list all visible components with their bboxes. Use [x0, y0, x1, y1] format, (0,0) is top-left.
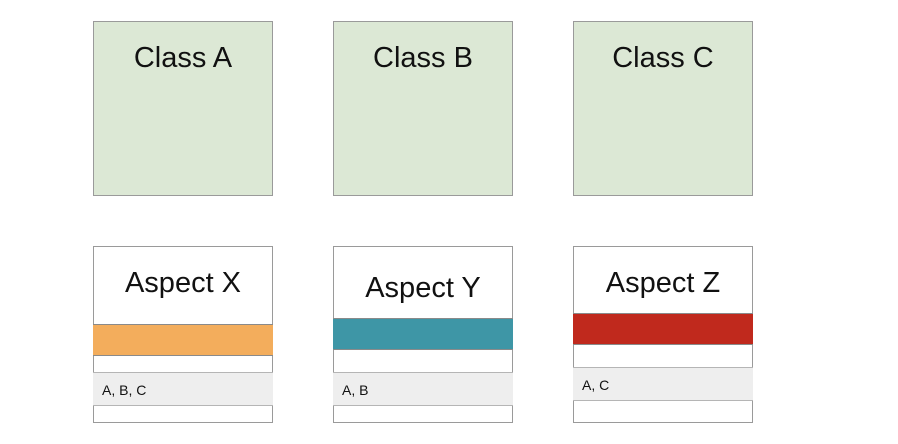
- aspect-z-box: Aspect Z A, C: [573, 246, 753, 423]
- aspect-y-color-bar: [333, 318, 513, 350]
- aspect-x-targets: A, B, C: [102, 382, 147, 398]
- aspect-y-title: Aspect Y: [365, 272, 481, 304]
- aspect-x-box: Aspect X A, B, C: [93, 246, 273, 423]
- class-c-title: Class C: [612, 42, 714, 74]
- aspect-y-target-list: A, B: [333, 372, 513, 406]
- aspect-x-title: Aspect X: [124, 267, 242, 299]
- class-a-box: Class A: [93, 21, 273, 196]
- aspect-z-targets: A, C: [582, 377, 610, 393]
- class-b-box: Class B: [333, 21, 513, 196]
- aspect-x-target-list: A, B, C: [93, 372, 273, 406]
- aspect-x-color-bar: [93, 324, 273, 356]
- class-c-box: Class C: [573, 21, 753, 196]
- class-b-title: Class B: [373, 42, 473, 74]
- aspect-z-title: Aspect Z: [605, 267, 721, 299]
- class-a-title: Class A: [133, 42, 233, 74]
- aspect-z-target-list: A, C: [573, 367, 753, 401]
- aspect-y-targets: A, B: [342, 382, 369, 398]
- aspect-z-color-bar: [573, 313, 753, 345]
- aspect-y-box: Aspect Y A, B: [333, 246, 513, 423]
